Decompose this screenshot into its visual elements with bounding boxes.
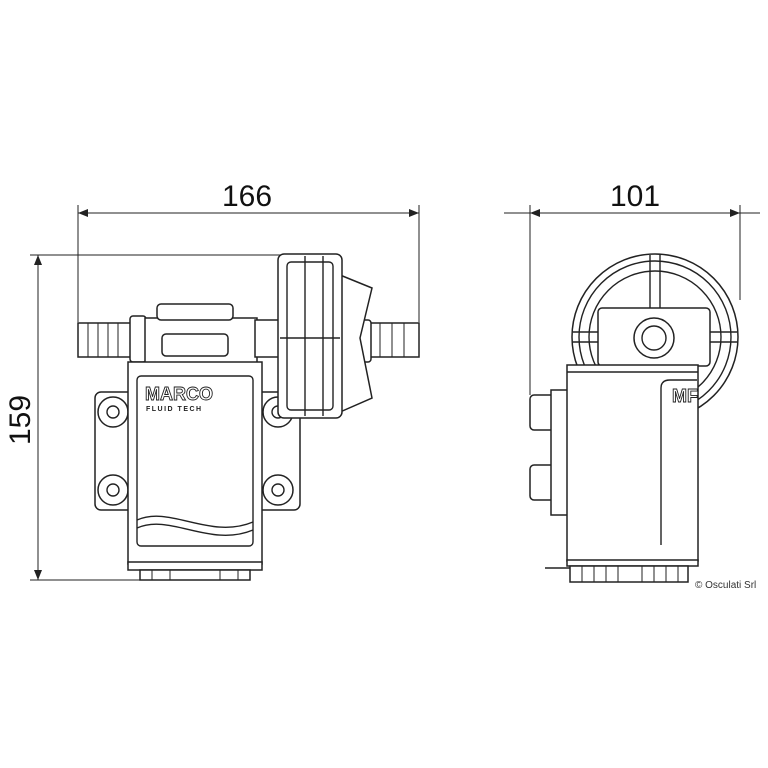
pump-side-view: MF: [529, 253, 739, 583]
pump-front-view: MARCO FLUID TECH: [77, 253, 420, 581]
side-motor-body: MF: [545, 364, 699, 583]
mount-ear-holes: [97, 396, 294, 506]
width-label: 166: [222, 180, 272, 213]
height-label: 159: [4, 395, 37, 445]
pump-head: [129, 303, 372, 365]
dimension-width: 166: [77, 180, 420, 322]
brand-logo: MARCO: [145, 384, 213, 404]
brand-logo-partial: MF: [672, 386, 698, 406]
dimension-height: 159: [4, 254, 285, 581]
copyright-notice: © Osculati Srl: [695, 580, 757, 591]
strainer-filter: [277, 253, 373, 419]
depth-label: 101: [610, 180, 660, 213]
hose-barb-right: [367, 322, 420, 358]
dimension-depth: 101: [504, 180, 760, 395]
hose-barb-left: [77, 322, 133, 358]
side-pump-head: [597, 307, 711, 367]
motor-body: MARCO FLUID TECH: [127, 361, 263, 581]
brand-logo-sub: FLUID TECH: [146, 406, 203, 413]
